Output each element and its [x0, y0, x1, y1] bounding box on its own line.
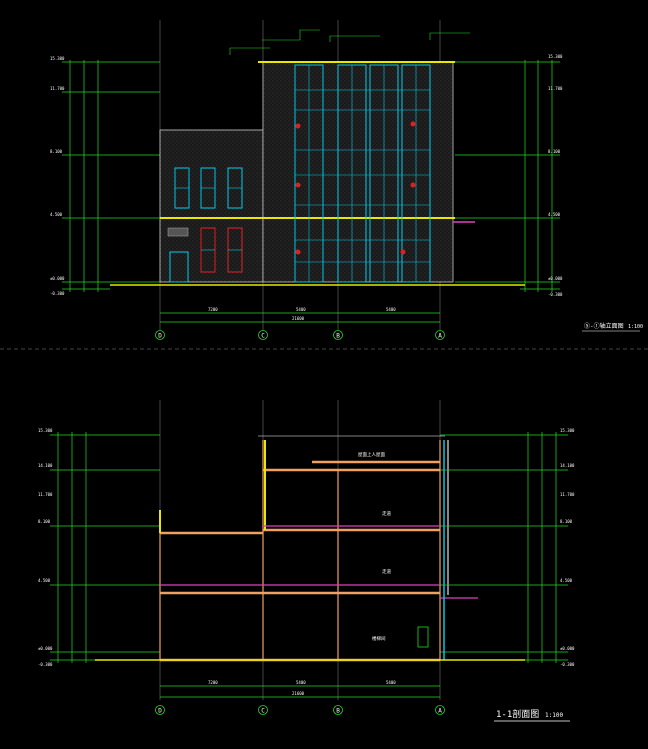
level-label: -0.300	[38, 662, 53, 667]
level-label: -0.300	[50, 291, 65, 296]
total-dimension-label: 21600	[292, 316, 305, 321]
level-label: 4.500	[38, 578, 51, 583]
elevation-title: ⑤-①轴立面图	[584, 322, 624, 330]
level-label: 11.700	[38, 492, 53, 497]
level-label: 11.700	[50, 86, 65, 91]
dimension-label: 5400	[296, 307, 306, 312]
right-level-labels: 15.300 11.700 8.100 4.500 ±0.000 -0.300	[548, 54, 563, 297]
level-label: 4.500	[50, 212, 63, 217]
axis-label: B	[336, 708, 340, 715]
dimension-label: 5400	[386, 307, 396, 312]
axis-label: A	[438, 708, 442, 715]
bottom-dimension	[160, 312, 440, 323]
level-label: 11.700	[548, 86, 563, 91]
room-label: 走道	[382, 510, 391, 517]
dimension-label: 7200	[208, 680, 218, 685]
level-label: 8.100	[560, 519, 573, 524]
section-structure	[159, 435, 478, 662]
level-label: 15.300	[560, 428, 575, 433]
room-label: 走道	[382, 568, 391, 575]
axis-label: D	[158, 333, 162, 340]
room-label: 楼梯间	[372, 635, 386, 642]
section-left-dimension-chain	[50, 432, 160, 663]
level-label: ±0.000	[560, 646, 575, 651]
low-block	[159, 129, 264, 283]
left-level-labels: 15.300 11.700 8.100 4.500 ±0.000 -0.300	[50, 56, 65, 296]
roof-note: 屋面上人屋面	[358, 451, 385, 458]
left-dimension-chain	[62, 60, 160, 292]
level-label: ±0.000	[548, 276, 563, 281]
level-label: 4.500	[548, 212, 561, 217]
level-label: 11.700	[560, 492, 575, 497]
right-dimension-chain	[455, 60, 560, 292]
level-label: ±0.000	[38, 646, 53, 651]
level-label: -0.300	[560, 662, 575, 667]
total-dimension-label: 21600	[292, 691, 305, 696]
level-label: 15.300	[548, 54, 563, 59]
section-title: 1-1剖面图	[496, 708, 539, 720]
tall-block	[258, 61, 475, 283]
level-label: 8.100	[50, 149, 63, 154]
dimension-label: 5400	[386, 680, 396, 685]
axis-label: C	[261, 708, 265, 715]
axis-label: D	[158, 708, 162, 715]
level-label: 4.500	[560, 578, 573, 583]
axis-label: C	[261, 333, 265, 340]
axis-label: B	[336, 333, 340, 340]
elevation-drawing: 15.300 11.700 8.100 4.500 ±0.000 -0.300 …	[50, 20, 643, 340]
elevation-scale: 1:100	[628, 324, 643, 330]
level-label: -0.300	[548, 292, 563, 297]
level-label: 15.300	[38, 428, 53, 433]
level-label: 8.100	[38, 519, 51, 524]
dimension-label: 5400	[296, 680, 306, 685]
level-label: 15.300	[50, 56, 65, 61]
level-label: 14.100	[38, 463, 53, 468]
dimension-label: 7200	[208, 307, 218, 312]
section-scale: 1:100	[545, 712, 563, 719]
axis-bubbles	[155, 330, 445, 340]
annotation-leaders	[229, 29, 470, 55]
level-label: 14.100	[560, 463, 575, 468]
level-label: 8.100	[548, 149, 561, 154]
axis-label: A	[438, 333, 442, 340]
section-drawing: 15.300 14.100 11.700 8.100 4.500 ±0.000 …	[38, 400, 575, 722]
level-label: ±0.000	[50, 276, 65, 281]
section-right-dimension-chain	[440, 432, 568, 663]
